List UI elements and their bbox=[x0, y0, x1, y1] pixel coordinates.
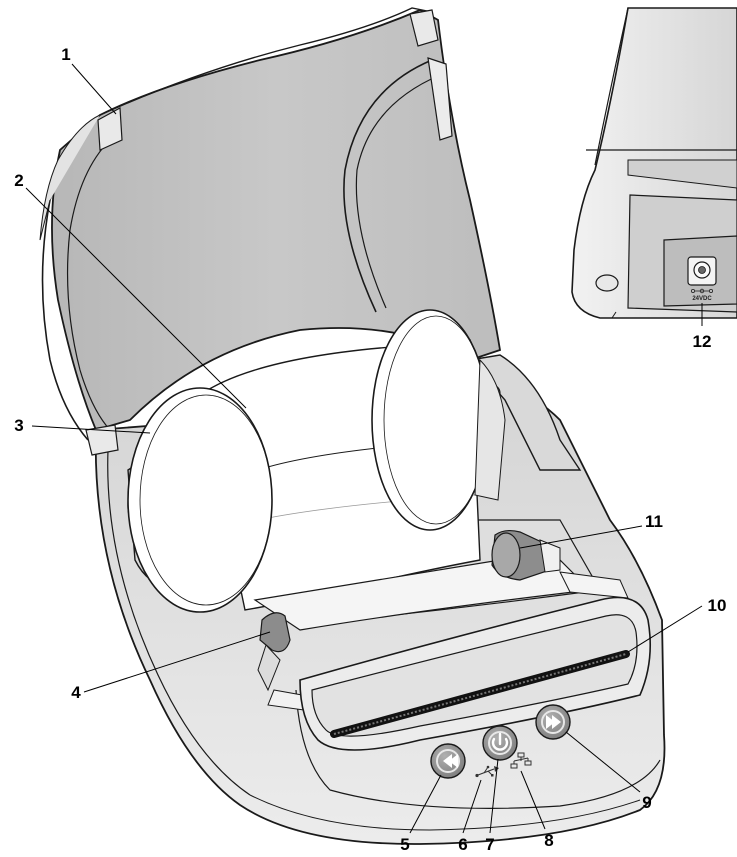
fast-forward-icon bbox=[546, 715, 561, 729]
callout-numbers: 1 2 3 4 5 6 7 8 9 10 11 12 bbox=[14, 45, 726, 854]
printer-lid bbox=[39, 7, 502, 456]
callout-9: 9 bbox=[642, 793, 651, 812]
leader-4 bbox=[83, 631, 271, 693]
rewind-icon bbox=[443, 754, 458, 768]
callout-8: 8 bbox=[544, 831, 553, 850]
power-jack: 24VDC bbox=[687, 256, 717, 302]
leader-10 bbox=[627, 605, 703, 653]
leader-3 bbox=[31, 425, 151, 434]
lan-status-icon bbox=[510, 752, 532, 769]
dc-polarity-icon bbox=[691, 288, 714, 294]
feed-back-button[interactable] bbox=[430, 743, 466, 779]
callout-11: 11 bbox=[645, 512, 663, 531]
leader-11 bbox=[519, 525, 643, 549]
callout-12: 12 bbox=[693, 332, 712, 351]
callout-7: 7 bbox=[485, 835, 494, 854]
power-rating-label: 24VDC bbox=[692, 296, 712, 302]
label-roll bbox=[127, 309, 592, 631]
callout-6: 6 bbox=[458, 835, 467, 854]
leader-lines bbox=[25, 63, 703, 834]
callout-4: 4 bbox=[71, 683, 81, 702]
callout-10: 10 bbox=[708, 596, 727, 615]
callout-5: 5 bbox=[400, 835, 409, 854]
leader-8 bbox=[520, 770, 546, 830]
leader-9 bbox=[565, 731, 641, 793]
power-button[interactable] bbox=[482, 725, 518, 761]
leader-1 bbox=[71, 63, 117, 115]
form-feed-button[interactable] bbox=[535, 704, 571, 740]
label-guide bbox=[491, 529, 561, 581]
leader-6 bbox=[462, 779, 482, 834]
rear-view-inset: 24VDC bbox=[571, 7, 737, 326]
callout-1: 1 bbox=[61, 45, 70, 64]
power-icon bbox=[491, 732, 509, 751]
leader-2 bbox=[25, 187, 247, 409]
leader-7 bbox=[489, 758, 499, 834]
callout-3: 3 bbox=[14, 416, 23, 435]
leader-5 bbox=[409, 774, 442, 834]
callout-2: 2 bbox=[14, 171, 23, 190]
